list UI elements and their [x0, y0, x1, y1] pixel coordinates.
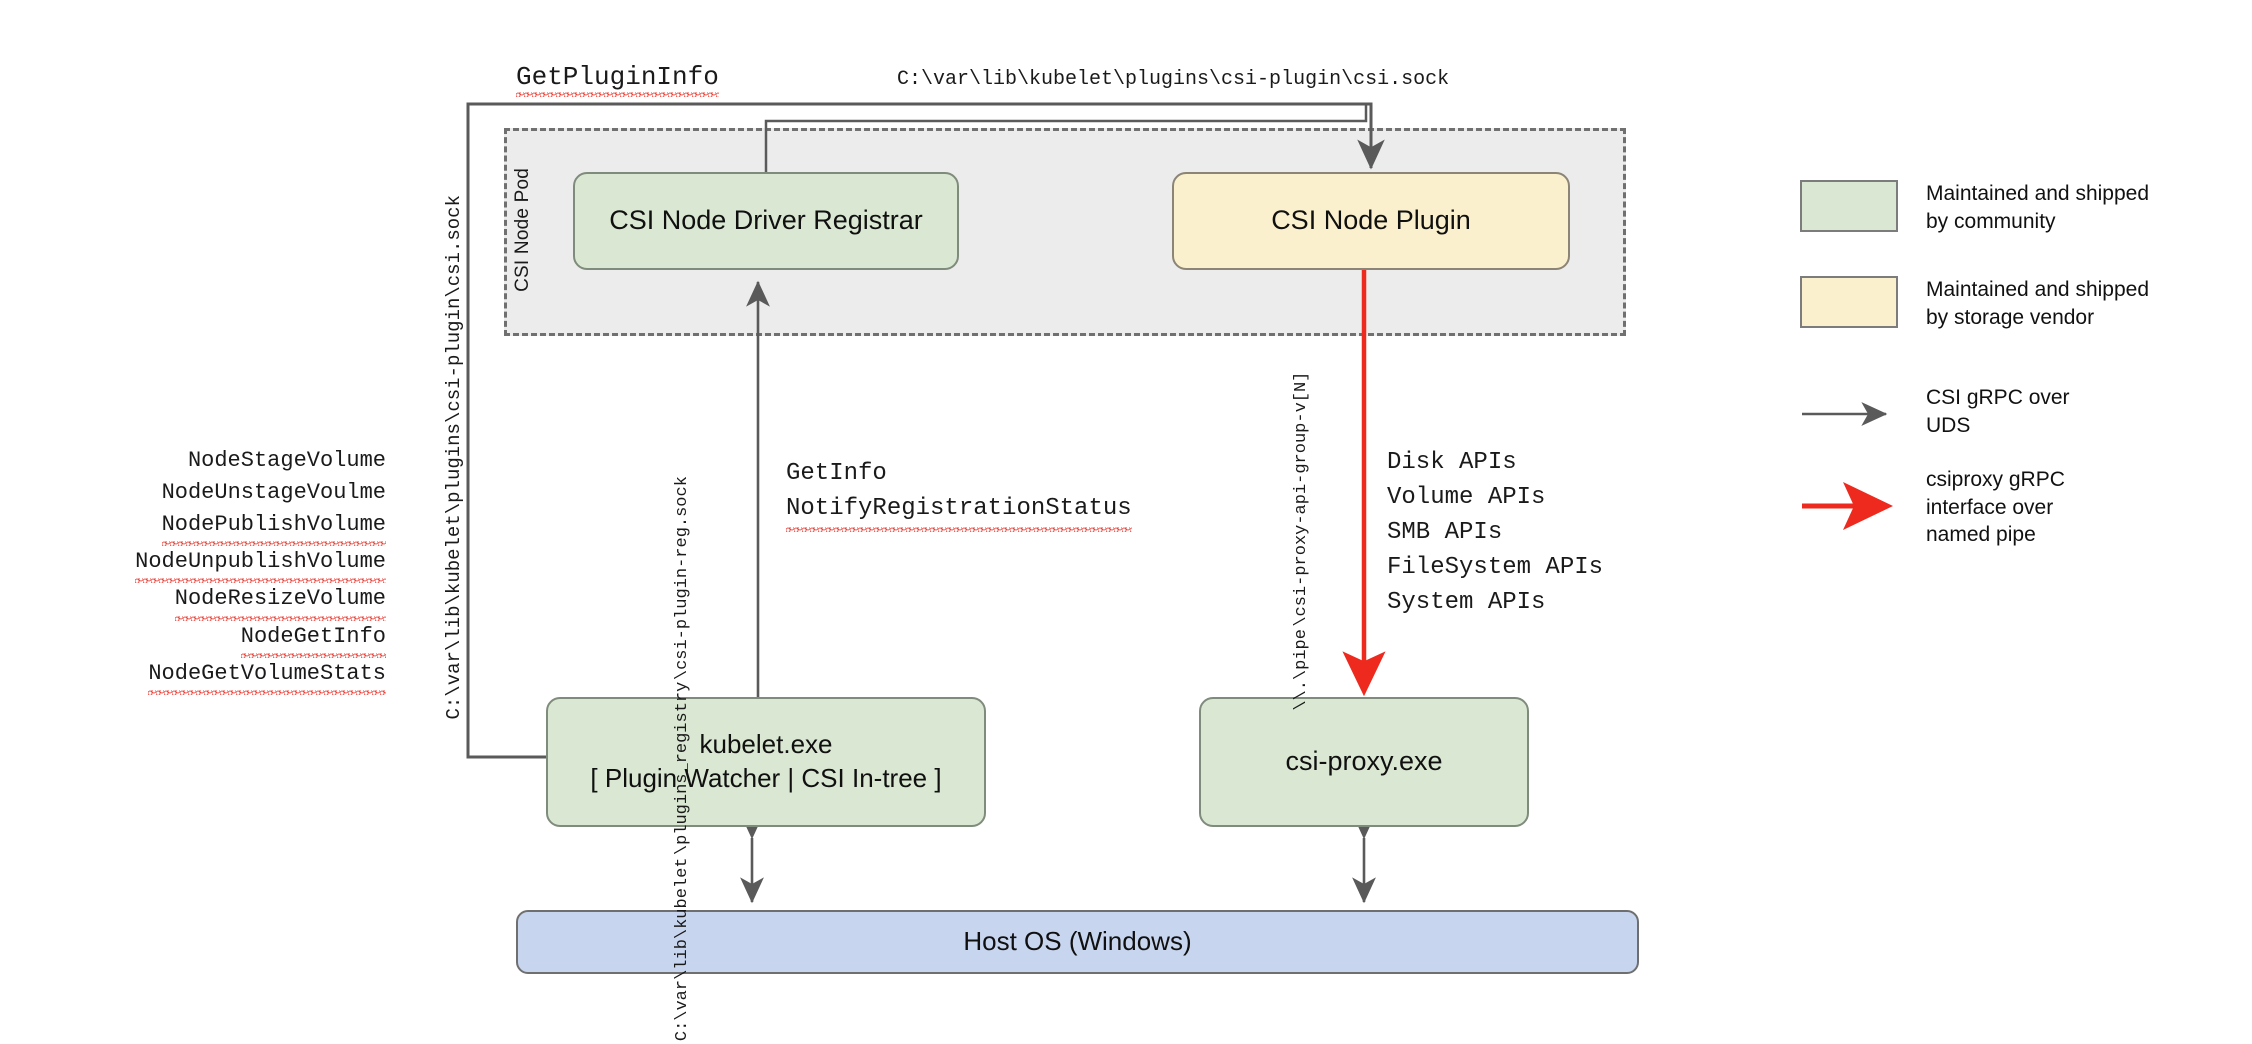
- list-node-service-apis: NodeStageVolume NodeUnstageVoulme NodePu…: [96, 445, 386, 695]
- label-plugins-registry-path-line2: \plugins_registry: [673, 682, 692, 856]
- list-item: NodeGetVolumeStats: [96, 657, 386, 695]
- list-item: FileSystem APIs: [1387, 554, 1604, 582]
- label-plugins-registry-path-line1: C:\var\lib\kubelet: [673, 857, 692, 1042]
- list-item: NodeUnpublishVolume: [96, 546, 386, 583]
- node-host-os[interactable]: Host OS (Windows): [516, 910, 1639, 974]
- legend-item-vendor: Maintained and shipped by storage vendor: [1800, 276, 2149, 331]
- list-item: NotifyRegistrationStatus: [786, 491, 1132, 532]
- label-named-pipe-path: \\.\pipe \csi-proxy-api-group-v[N]: [1292, 372, 1311, 711]
- node-csi-node-driver-registrar[interactable]: CSI Node Driver Registrar: [573, 172, 959, 270]
- node-csi-node-driver-registrar-label: CSI Node Driver Registrar: [609, 205, 923, 236]
- legend-item-community: Maintained and shipped by community: [1800, 180, 2149, 235]
- legend-item-uds: CSI gRPC over UDS: [1800, 386, 2070, 440]
- node-kubelet-exe[interactable]: kubelet.exe [ Plugin Watcher | CSI In-tr…: [546, 697, 986, 827]
- label-plugins-registry-path: C:\var\lib\kubelet \plugins_registry \cs…: [673, 476, 692, 1041]
- list-item: NodeUnstageVoulme: [161, 480, 386, 506]
- csi-node-pod-label: CSI Node Pod: [512, 168, 533, 292]
- node-csi-node-plugin[interactable]: CSI Node Plugin: [1172, 172, 1570, 270]
- list-item: Disk APIs: [1387, 449, 1517, 476]
- legend-label-vendor: Maintained and shipped by storage vendor: [1926, 278, 2150, 329]
- label-get-plugin-info: GetPluginInfo: [516, 62, 719, 92]
- legend-arrow-red-icon: [1800, 480, 1898, 532]
- legend-label-community: Maintained and shipped by community: [1926, 182, 2150, 233]
- list-csi-proxy-api-groups: Disk APIs Volume APIs SMB APIs FileSyste…: [1387, 445, 1603, 620]
- node-csi-node-plugin-label: CSI Node Plugin: [1271, 205, 1471, 236]
- legend-swatch-community: [1800, 180, 1898, 232]
- label-csi-sock-path-vertical: C:\var\lib\kubelet\plugins\csi-plugin\cs…: [443, 195, 465, 720]
- node-kubelet-title: kubelet.exe: [699, 729, 833, 760]
- legend-swatch-vendor: [1800, 276, 1898, 328]
- node-host-os-label: Host OS (Windows): [963, 926, 1192, 957]
- list-item: NodePublishVolume: [96, 509, 386, 546]
- label-named-pipe-path-line2: \csi-proxy-api-group-v[N]: [1292, 372, 1311, 628]
- label-csi-sock-path-top: C:\var\lib\kubelet\plugins\csi-plugin\cs…: [897, 68, 1450, 91]
- list-item: System APIs: [1387, 589, 1546, 617]
- label-named-pipe-path-line1: \\.\pipe: [1292, 629, 1311, 711]
- list-item: NodeGetInfo: [96, 620, 386, 658]
- label-registration-calls: GetInfo NotifyRegistrationStatus: [786, 457, 1132, 532]
- legend-label-uds: CSI gRPC over UDS: [1926, 386, 2070, 437]
- node-csi-proxy-exe-label: csi-proxy.exe: [1285, 746, 1443, 777]
- node-csi-proxy-exe[interactable]: csi-proxy.exe: [1199, 697, 1529, 827]
- node-kubelet-subtitle: [ Plugin Watcher | CSI In-tree ]: [590, 763, 942, 793]
- label-plugins-registry-path-line3: \csi-plugin-reg.sock: [673, 476, 692, 681]
- list-item: SMB APIs: [1387, 519, 1503, 547]
- list-item: NodeStageVolume: [187, 448, 386, 473]
- legend-item-named-pipe: csiproxy gRPC interface over named pipe: [1800, 468, 2065, 549]
- legend-arrow-grey-icon: [1800, 388, 1898, 440]
- list-item: Volume APIs: [1387, 484, 1546, 512]
- list-item: GetInfo: [786, 460, 887, 487]
- list-item: NodeResizeVolume: [96, 583, 386, 620]
- legend-label-named-pipe: csiproxy gRPC interface over named pipe: [1926, 468, 2065, 547]
